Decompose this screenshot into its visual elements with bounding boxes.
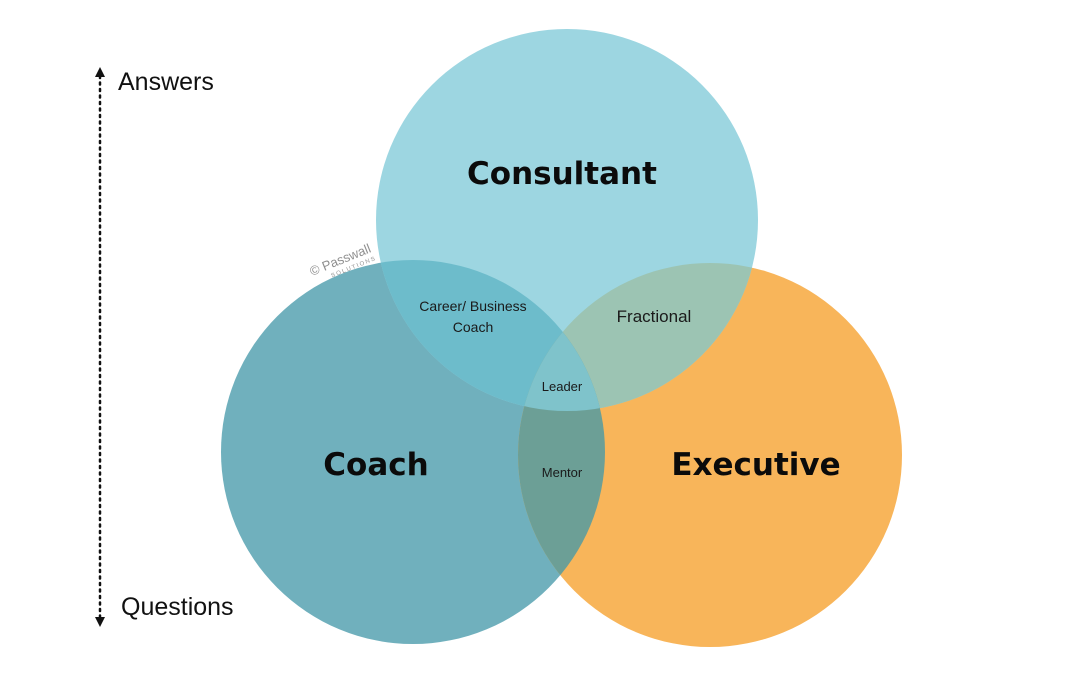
fractional-label: Fractional — [617, 307, 692, 326]
questions-label: Questions — [121, 593, 234, 621]
coach-title: Coach — [323, 447, 428, 483]
consultant-title: Consultant — [467, 156, 657, 192]
arrow-down-icon — [95, 617, 105, 627]
overlap-consultant-coach — [376, 260, 605, 411]
overlap-consultant-executive — [518, 263, 758, 411]
career-business-coach-label-line1: Career/ Business — [419, 298, 526, 314]
arrow-up-icon — [95, 67, 105, 77]
mentor-label: Mentor — [542, 465, 583, 480]
answers-label: Answers — [118, 68, 214, 96]
answers-questions-axis — [95, 67, 105, 627]
executive-title: Executive — [671, 447, 840, 483]
leader-label: Leader — [542, 379, 583, 394]
career-business-coach-label-line2: Coach — [453, 319, 493, 335]
